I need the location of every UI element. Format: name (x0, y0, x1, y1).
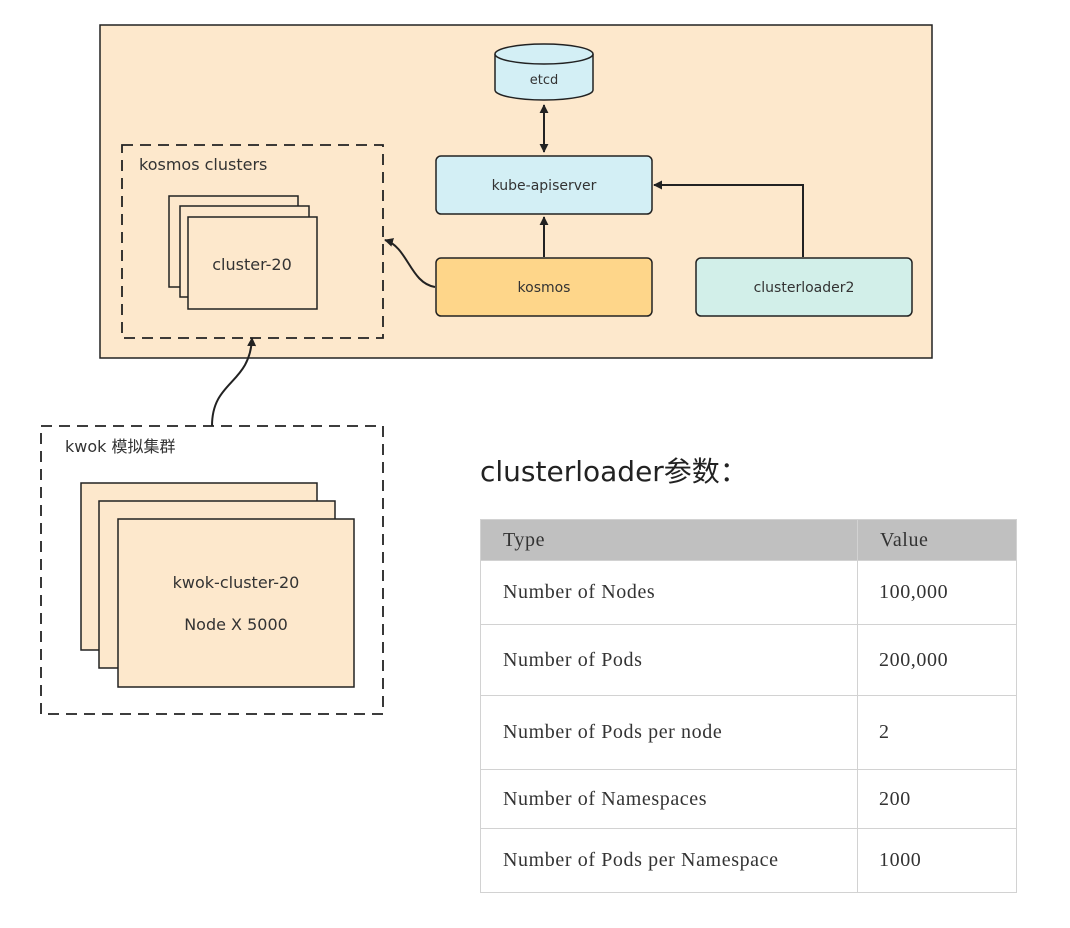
kosmos-clusters-label: kosmos clusters (139, 155, 267, 174)
params-title: clusterloader参数： (480, 455, 748, 488)
kosmos-label: kosmos (518, 280, 571, 296)
kube-apiserver-node: kube-apiserver (435, 155, 653, 215)
etcd-node: etcd (494, 43, 594, 101)
row-value: 1000 (857, 828, 1017, 893)
kosmos-clusters-group: kosmos clusters cluster-20 (121, 144, 384, 339)
row-value: 2 (857, 695, 1017, 770)
kwok-cluster-card (117, 518, 355, 688)
table-row: Number of Pods per Namespace 1000 (480, 828, 1017, 893)
kwok-cluster-name: kwok-cluster-20 (173, 573, 300, 592)
kwok-cluster-nodes: Node X 5000 (184, 615, 288, 634)
etcd-label: etcd (530, 73, 559, 88)
row-value: 100,000 (857, 560, 1017, 625)
header-type: Type (480, 519, 858, 561)
table-header-row: Type Value (480, 519, 1017, 561)
row-type: Number of Nodes (480, 560, 858, 625)
row-type: Number of Pods per Namespace (480, 828, 858, 893)
clusterloader-apiserver-arrow (653, 180, 804, 257)
row-type: Number of Pods (480, 624, 858, 696)
header-value: Value (857, 519, 1017, 561)
cluster-label: cluster-20 (212, 255, 292, 274)
row-value: 200,000 (857, 624, 1017, 696)
clusterloader2-node: clusterloader2 (695, 257, 913, 317)
clusterloader2-label: clusterloader2 (754, 280, 855, 296)
params-table: Type Value Number of Nodes 100,000 Numbe… (480, 519, 1017, 893)
table-row: Number of Nodes 100,000 (480, 560, 1017, 625)
kosmos-node: kosmos (435, 257, 653, 317)
kwok-clusters-group: kwok 模拟集群 kwok-cluster-20 Node X 5000 (40, 425, 384, 715)
row-value: 200 (857, 769, 1017, 829)
table-row: Number of Namespaces 200 (480, 769, 1017, 829)
table-row: Number of Pods 200,000 (480, 624, 1017, 696)
kosmos-clusters-arrow (384, 238, 436, 288)
row-type: Number of Pods per node (480, 695, 858, 770)
row-type: Number of Namespaces (480, 769, 858, 829)
kube-apiserver-label: kube-apiserver (492, 178, 597, 194)
cluster-card (187, 216, 318, 310)
kwok-group-label: kwok 模拟集群 (65, 437, 176, 456)
table-row: Number of Pods per node 2 (480, 695, 1017, 770)
kwok-kosmos-arrow (211, 337, 257, 427)
